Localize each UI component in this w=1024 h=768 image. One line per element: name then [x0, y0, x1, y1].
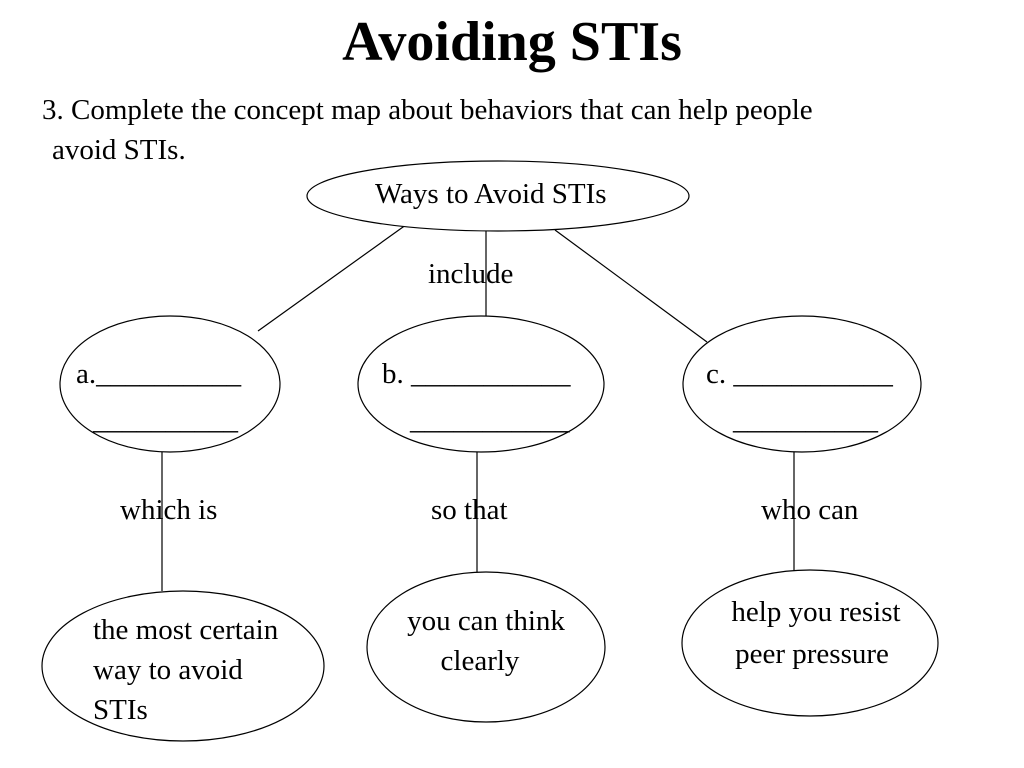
root-node	[306, 160, 690, 232]
answer-a-line-3: STIs	[93, 694, 148, 726]
node-c-blank-line-2: __________	[733, 404, 878, 436]
answer-b-line-2: clearly	[440, 645, 520, 677]
connector-root-to-c	[554, 229, 708, 343]
answer-a-line-1: the most certain	[93, 614, 279, 646]
answer-c-line-1: help you resist	[731, 596, 901, 628]
node-c	[682, 315, 922, 453]
node-a-blank-line-2: __________	[93, 404, 238, 436]
node-b-blank-line-1: b. ___________	[382, 358, 571, 390]
node-a	[59, 315, 281, 453]
node-a-blank-line-1: a.__________	[76, 358, 242, 390]
node-b-blank-line-2: ___________	[410, 404, 570, 436]
link-include-label: include	[428, 258, 514, 290]
link-which-is-label: which is	[120, 494, 218, 526]
answer-node-c	[681, 569, 939, 717]
instruction-text: 3. Complete the concept map about behavi…	[42, 90, 982, 170]
node-c-blank-line-1: c. ___________	[706, 358, 893, 390]
link-who-can-label: who can	[761, 494, 859, 526]
page-title: Avoiding STIs	[342, 11, 682, 73]
root-node-label: Ways to Avoid STIs	[375, 178, 607, 210]
answer-node-a	[41, 590, 325, 742]
instruction-line-1: 3. Complete the concept map about behavi…	[42, 94, 813, 126]
answer-a-line-2: way to avoid	[93, 654, 243, 686]
answer-b-line-1: you can think	[407, 605, 565, 637]
answer-c-line-2: peer pressure	[735, 638, 889, 670]
link-so-that-label: so that	[431, 494, 508, 526]
node-b	[357, 315, 605, 453]
answer-node-b	[366, 571, 606, 723]
instruction-line-2: avoid STIs.	[52, 134, 186, 166]
connector-root-to-a	[257, 221, 411, 332]
